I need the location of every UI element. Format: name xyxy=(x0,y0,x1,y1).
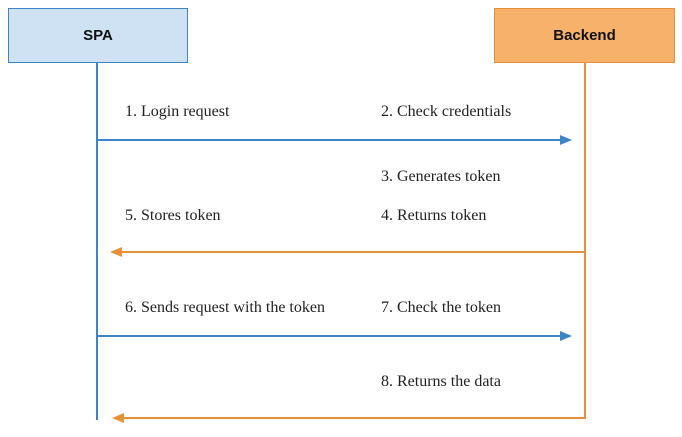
spa-actor-box: SPA xyxy=(8,8,188,63)
backend-actor-box: Backend xyxy=(494,8,675,63)
step-7-label: 7. Check the token xyxy=(381,299,501,316)
backend-actor-label: Backend xyxy=(553,27,616,44)
step-2-label: 2. Check credentials xyxy=(381,103,512,120)
arrow-login-request xyxy=(97,135,572,145)
step-6-label: 6. Sends request with the token xyxy=(125,299,325,316)
spa-actor-label: SPA xyxy=(83,27,113,44)
step-4-label: 4. Returns token xyxy=(381,207,487,224)
step-8-label: 8. Returns the data xyxy=(381,373,501,390)
backend-lifeline xyxy=(584,63,586,419)
step-3-label: 3. Generates token xyxy=(381,168,501,185)
arrow-returns-data xyxy=(112,413,585,423)
arrow-request-with-token xyxy=(97,331,572,341)
arrow-returns-token xyxy=(110,247,585,257)
step-1-label: 1. Login request xyxy=(125,103,230,120)
spa-lifeline xyxy=(96,63,98,420)
step-5-label: 5. Stores token xyxy=(125,207,221,224)
